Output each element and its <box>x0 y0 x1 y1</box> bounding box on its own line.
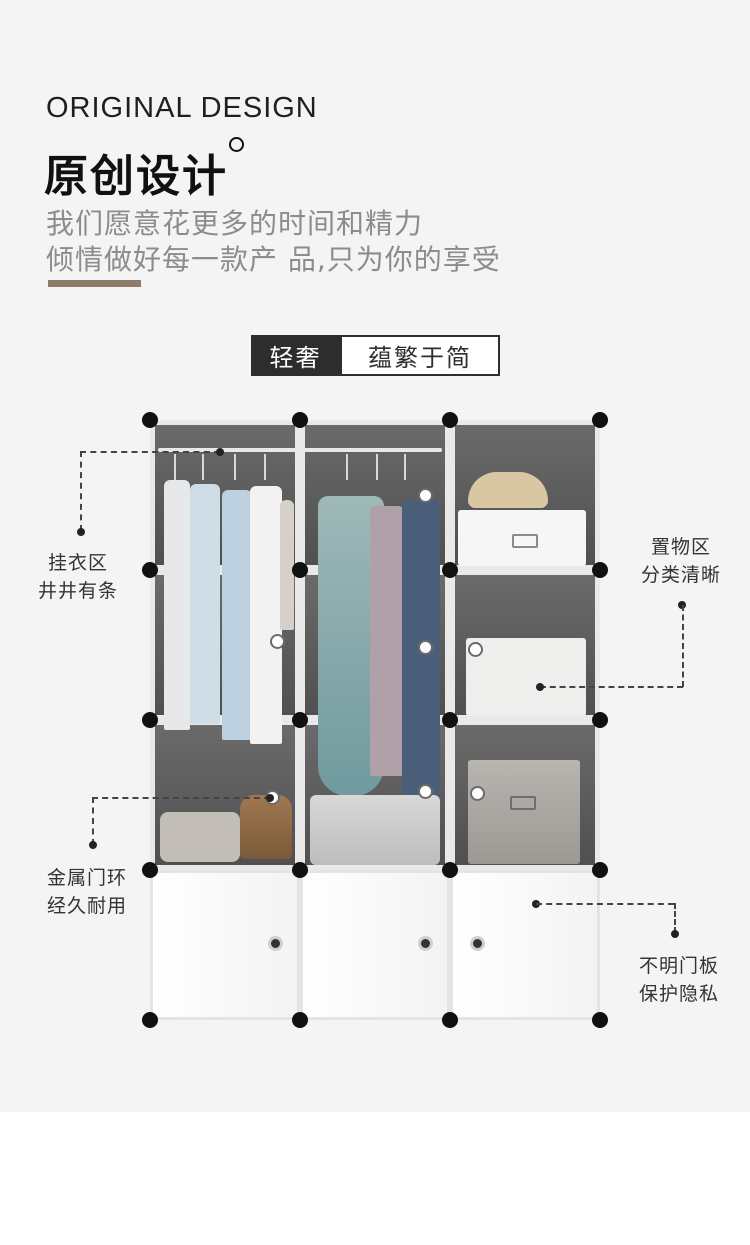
tag-dark: 轻奢 <box>251 335 340 376</box>
callout-ring: 金属门环 经久耐用 <box>46 867 127 917</box>
callout-line-storage <box>540 686 683 688</box>
white-storage-box <box>458 510 586 566</box>
subtitle-line-1: 我们愿意花更多的时间和精力 <box>46 207 424 240</box>
accent-bar <box>48 280 141 287</box>
door-ring-icon <box>470 936 485 951</box>
headline-ring-ornament <box>229 137 244 152</box>
door-ring-icon <box>418 488 433 503</box>
callout-line-door <box>536 903 674 905</box>
dress-2 <box>370 506 404 776</box>
straw-hat <box>468 472 548 508</box>
handbag <box>240 795 292 859</box>
shirt-4 <box>250 486 282 744</box>
door-ring-icon <box>418 936 433 951</box>
grey-fabric-bin <box>468 760 580 864</box>
shirt-1 <box>164 480 190 730</box>
wardrobe-illustration <box>142 412 608 1028</box>
callout-line-ring <box>92 797 270 799</box>
shirt-2 <box>190 484 220 724</box>
hanging-rod-middle <box>308 448 442 452</box>
door-ring-icon <box>470 786 485 801</box>
bottom-white-strip <box>0 1112 750 1245</box>
hanging-rod-left <box>158 448 442 452</box>
subtitle-line-2: 倾情做好每一款产 品,只为你的享受 <box>46 243 501 276</box>
door-ring-icon <box>418 784 433 799</box>
door-ring-icon <box>418 640 433 655</box>
round-storage-box <box>310 795 440 865</box>
callout-line-hanging <box>80 451 220 453</box>
callout-hanging: 挂衣区 井井有条 <box>37 552 118 602</box>
shirt-5 <box>280 500 294 630</box>
eyebrow-title: ORIGINAL DESIGN <box>46 92 318 124</box>
door-ring-icon <box>270 634 285 649</box>
door-ring-icon <box>468 642 483 657</box>
callout-storage: 置物区 分类清晰 <box>640 536 721 586</box>
tag-light: 蕴繁于简 <box>340 335 500 376</box>
beige-fabric-box <box>466 638 586 716</box>
door-panel-1 <box>150 870 300 1020</box>
callout-door: 不明门板 保护隐私 <box>638 955 719 1005</box>
door-ring-icon <box>268 936 283 951</box>
shirt-3 <box>222 490 252 740</box>
plaid-bag <box>160 812 240 862</box>
page-headline: 原创设计 <box>44 151 228 202</box>
